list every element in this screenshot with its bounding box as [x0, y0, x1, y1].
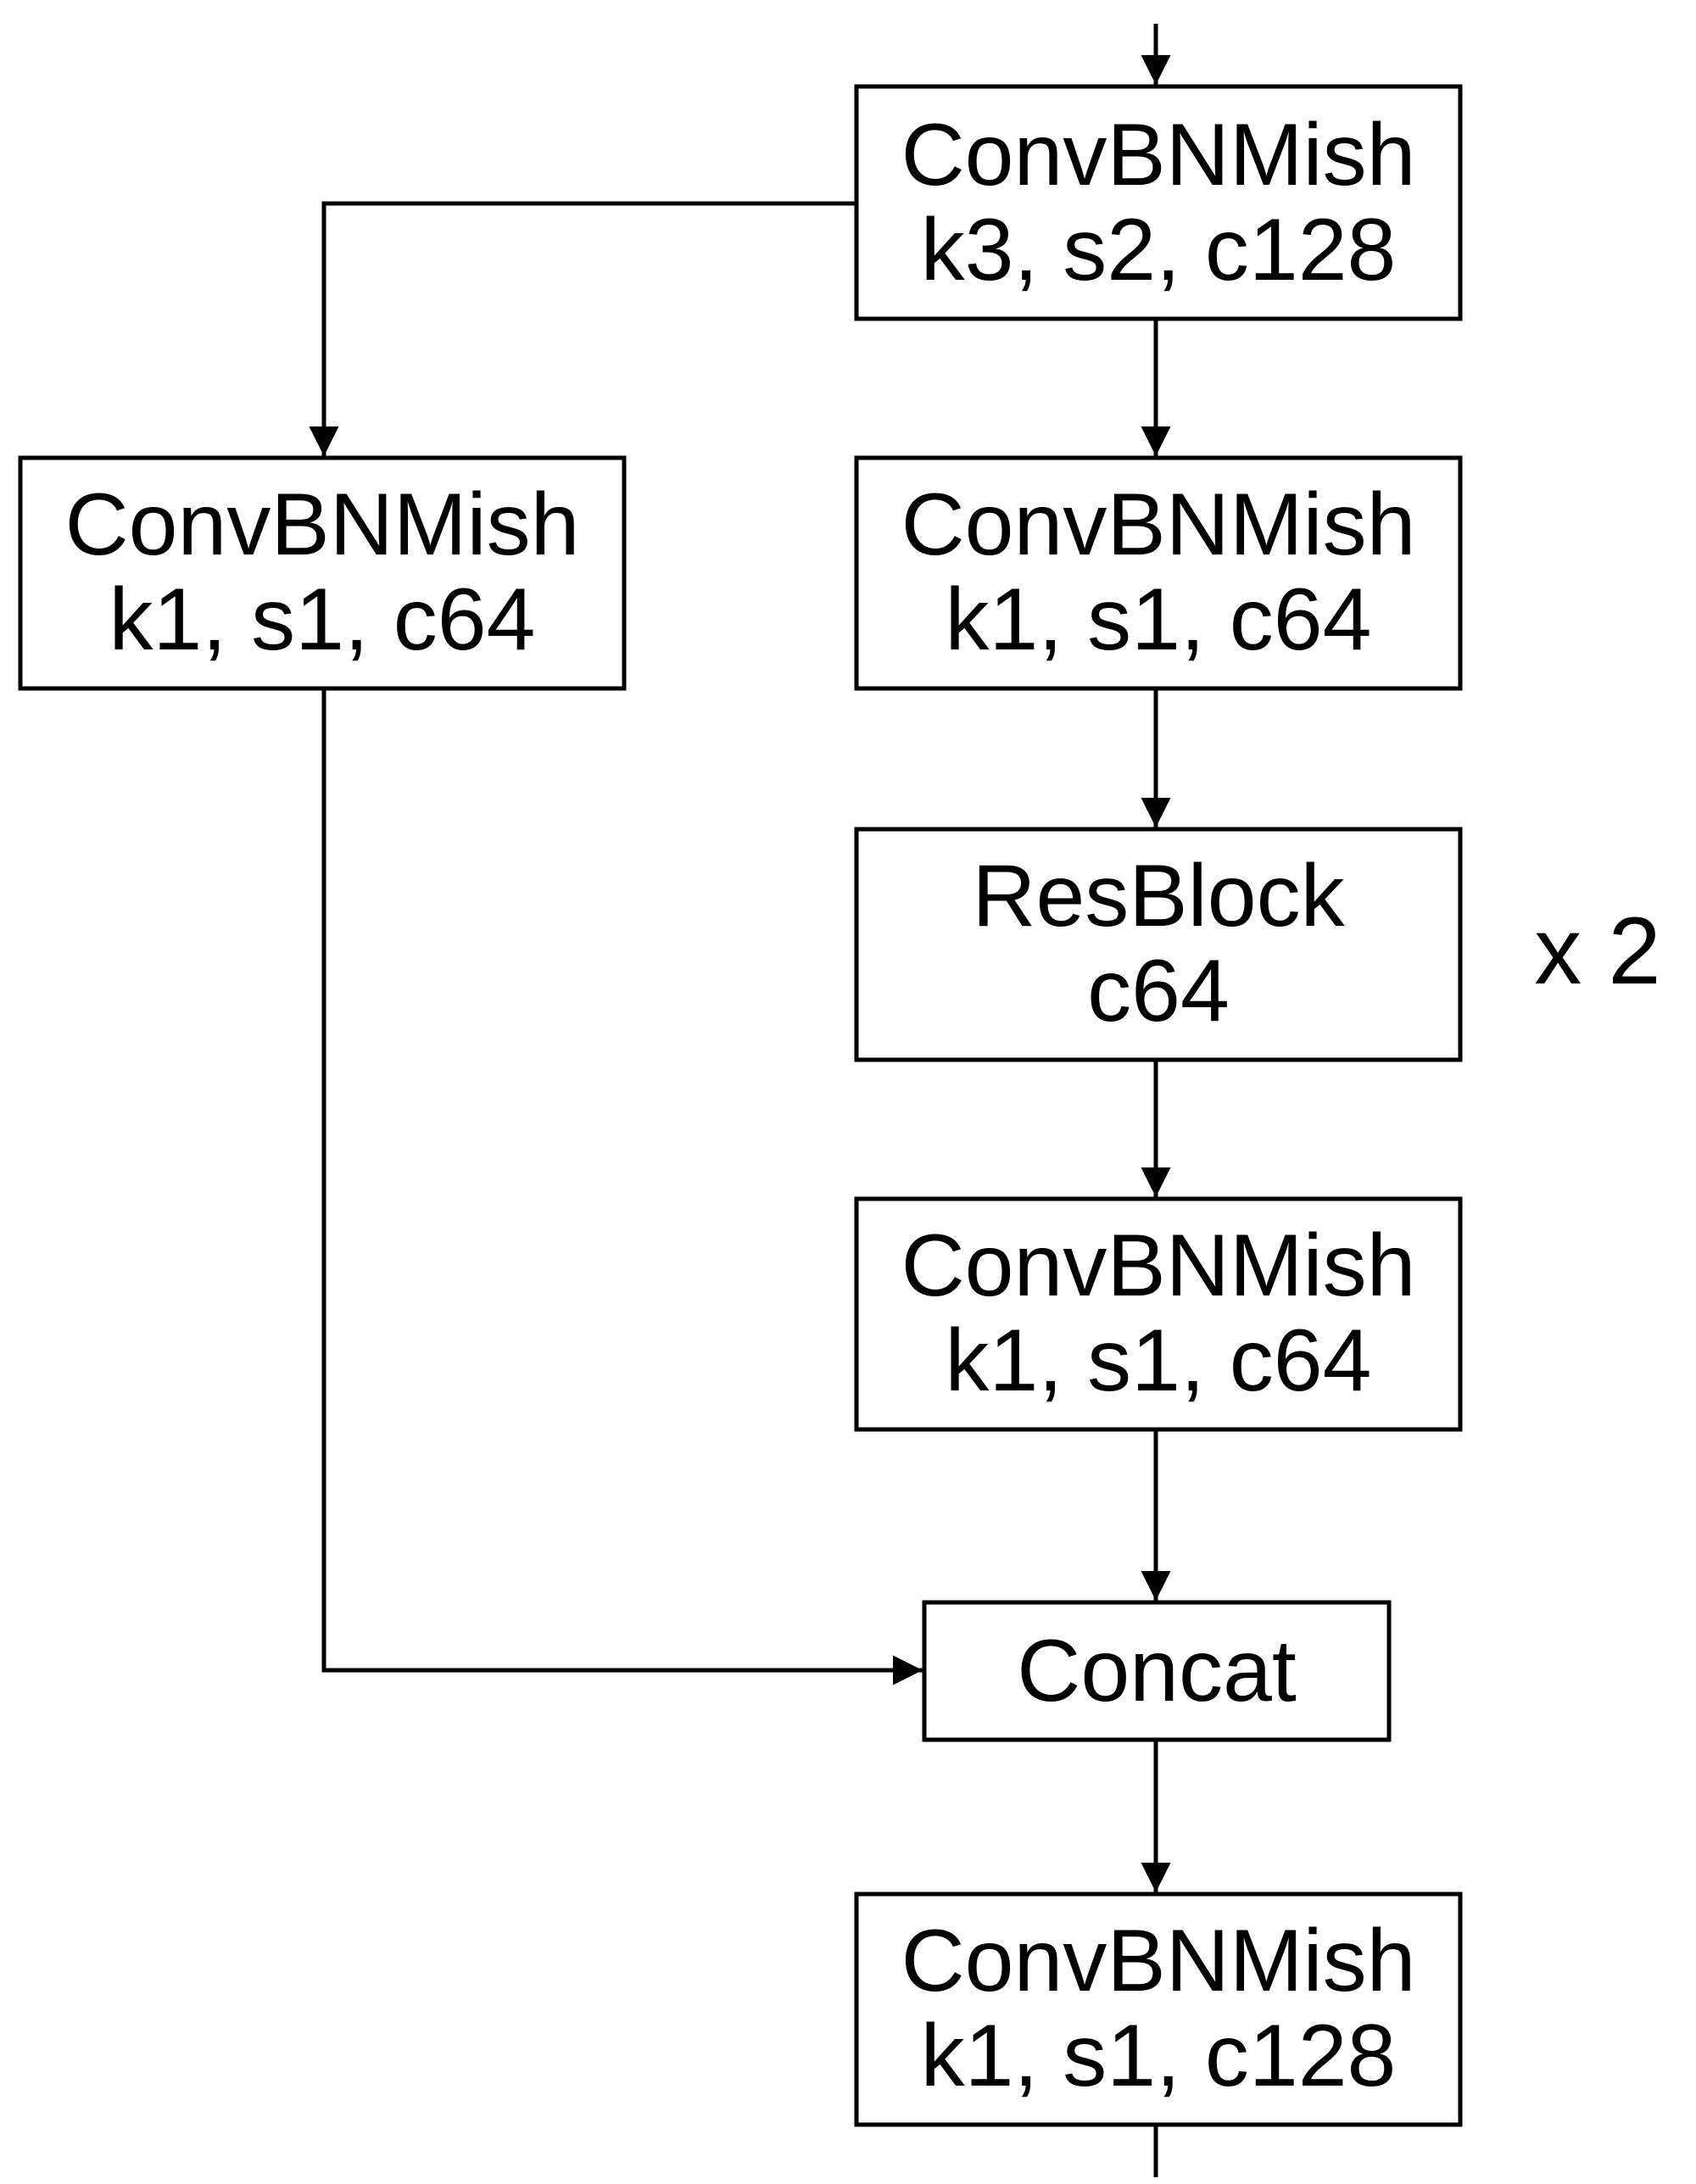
node-conv-left-line1: ConvBNMish [65, 476, 580, 574]
node-resblock: ResBlock c64 [854, 827, 1463, 1062]
node-conv-right: ConvBNMish k1, s1, c64 [854, 455, 1463, 691]
node-conv-top: ConvBNMish k3, s2, c128 [854, 84, 1463, 321]
node-conv-top-line1: ConvBNMish [901, 106, 1416, 204]
branch-to-left-arrow [309, 201, 856, 456]
node-conv-left-line2: k1, s1, c64 [109, 571, 536, 669]
connectors [309, 24, 1171, 2177]
node-conv-right-line1: ConvBNMish [901, 476, 1416, 574]
node-conv-bottom: ConvBNMish k1, s1, c128 [854, 1892, 1463, 2127]
node-conv-right-line2: k1, s1, c64 [946, 571, 1372, 669]
node-resblock-line2: c64 [1087, 942, 1230, 1040]
node-conv-left: ConvBNMish k1, s1, c64 [18, 455, 627, 691]
node-conv-bottom-line2: k1, s1, c128 [921, 2007, 1397, 2105]
node-concat: Concat [922, 1600, 1392, 1742]
node-conv-mid: ConvBNMish k1, s1, c64 [854, 1196, 1463, 1432]
node-concat-label: Concat [1017, 1622, 1297, 1720]
left-to-concat-arrow [321, 688, 923, 1685]
node-conv-mid-line1: ConvBNMish [901, 1217, 1416, 1315]
node-conv-mid-line2: k1, s1, c64 [946, 1312, 1372, 1410]
node-conv-bottom-line1: ConvBNMish [901, 1912, 1416, 2010]
node-resblock-line1: ResBlock [972, 847, 1345, 945]
node-conv-top-line2: k3, s2, c128 [921, 201, 1397, 299]
repeat-label: x 2 [1534, 898, 1660, 1004]
